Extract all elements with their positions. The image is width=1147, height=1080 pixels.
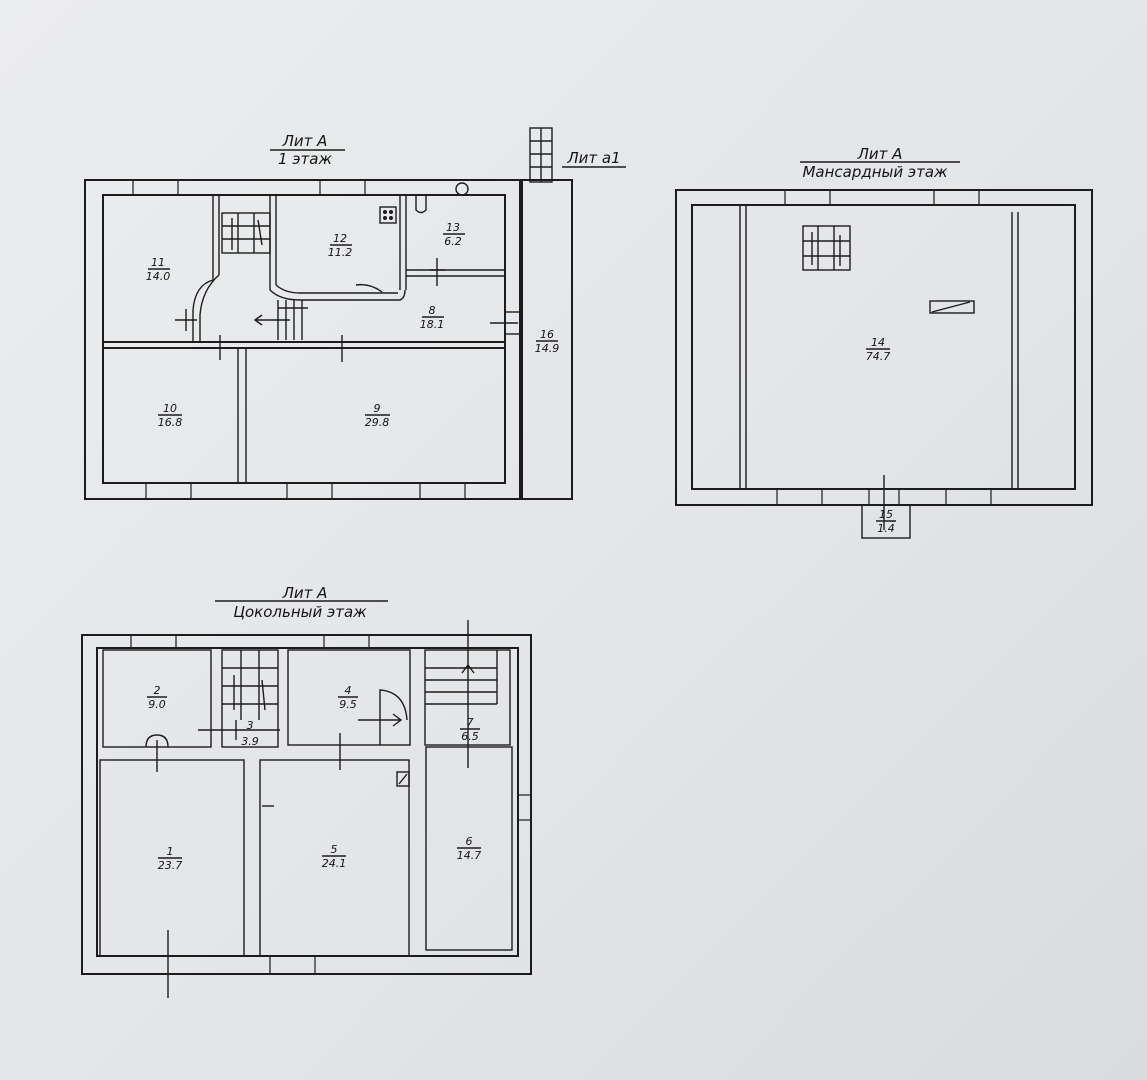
room-14-label: 14 74.7 — [866, 336, 891, 363]
room-2-label: 2 9.0 — [147, 684, 167, 711]
basement-outer-wall — [81, 634, 532, 975]
window — [517, 794, 532, 821]
window — [319, 179, 366, 196]
room-3-label: 3 3.9 — [241, 719, 259, 748]
attic-balcony — [861, 504, 911, 539]
sink-fixture — [455, 182, 469, 196]
svg-text:1.4: 1.4 — [877, 522, 895, 535]
room-5-label: 5 24.1 — [322, 843, 347, 870]
svg-text:7: 7 — [467, 716, 474, 729]
attic-floor-title: Мансардный этаж — [802, 163, 948, 181]
attic-staircase — [802, 225, 851, 271]
window — [323, 634, 370, 649]
svg-text:9.5: 9.5 — [339, 698, 357, 711]
svg-text:12: 12 — [333, 232, 347, 245]
svg-text:5: 5 — [331, 843, 338, 856]
svg-text:14.0: 14.0 — [146, 270, 171, 283]
staircase — [221, 212, 271, 254]
svg-text:16.8: 16.8 — [158, 416, 183, 429]
svg-text:11: 11 — [151, 256, 165, 269]
svg-text:74.7: 74.7 — [866, 350, 891, 363]
boiler-fixture — [396, 771, 410, 787]
attic-floor-plan: Лит А Мансардный этаж 14 74.7 15 — [675, 145, 1093, 539]
window — [945, 488, 992, 506]
svg-text:16: 16 — [540, 328, 554, 341]
window — [269, 955, 316, 975]
room-16-label: 16 14.9 — [535, 328, 560, 355]
room-8-label: 8 18.1 — [420, 304, 445, 331]
svg-text:29.8: 29.8 — [365, 416, 390, 429]
svg-text:24.1: 24.1 — [322, 857, 347, 870]
first-floor-title: 1 этаж — [278, 150, 332, 168]
svg-text:11.2: 11.2 — [328, 246, 353, 259]
first-floor-plan: Лит А 1 этаж Лит а1 — [84, 127, 626, 500]
svg-text:4: 4 — [345, 684, 352, 697]
svg-text:10: 10 — [163, 402, 177, 415]
room-9-label: 9 29.8 — [365, 402, 390, 429]
window — [933, 189, 980, 206]
stove-fixture — [379, 206, 397, 224]
room-4-label: 4 9.5 — [338, 684, 358, 711]
svg-text:9: 9 — [374, 402, 381, 415]
basement-staircase — [221, 649, 279, 748]
room-7-label: 7 6.5 — [460, 716, 480, 743]
room-15-label: 15 1.4 — [876, 508, 896, 535]
room-1-label: 1 23.7 — [158, 845, 183, 872]
svg-text:18.1: 18.1 — [420, 318, 445, 331]
basement-lit-title: Лит А — [282, 584, 328, 602]
attic-lit-title: Лит А — [857, 145, 903, 163]
svg-text:3.9: 3.9 — [241, 735, 259, 748]
window — [776, 488, 823, 506]
annex-wall — [519, 179, 573, 500]
window — [130, 634, 177, 649]
room-11-label: 11 14.0 — [146, 256, 171, 283]
svg-text:15: 15 — [879, 508, 893, 521]
svg-text:14.7: 14.7 — [457, 849, 482, 862]
window — [132, 179, 179, 196]
svg-text:6.5: 6.5 — [461, 730, 479, 743]
window — [419, 482, 466, 500]
basement-floor-title: Цокольный этаж — [233, 603, 367, 621]
svg-text:8: 8 — [429, 304, 436, 317]
svg-text:6.2: 6.2 — [444, 235, 462, 248]
svg-text:1: 1 — [167, 845, 174, 858]
window — [784, 189, 831, 206]
annex-title: Лит а1 — [566, 149, 620, 167]
svg-text:14.9: 14.9 — [535, 342, 560, 355]
svg-text:6: 6 — [466, 835, 473, 848]
basement-plan: Лит А Цокольный этаж — [81, 584, 532, 998]
chimney — [929, 300, 975, 314]
room-13-label: 13 6.2 — [443, 221, 465, 248]
svg-text:13: 13 — [446, 221, 460, 234]
window — [145, 482, 192, 500]
svg-text:23.7: 23.7 — [158, 859, 183, 872]
svg-text:2: 2 — [154, 684, 161, 697]
room-10-label: 10 16.8 — [158, 402, 183, 429]
svg-text:9.0: 9.0 — [148, 698, 166, 711]
svg-text:14: 14 — [871, 336, 885, 349]
room-6-label: 6 14.7 — [457, 835, 482, 862]
window — [286, 482, 333, 500]
svg-text:3: 3 — [247, 719, 254, 732]
room-12-label: 12 11.2 — [328, 232, 353, 259]
first-floor-lit-title: Лит А — [282, 132, 328, 150]
toilet-fixture — [415, 196, 427, 214]
